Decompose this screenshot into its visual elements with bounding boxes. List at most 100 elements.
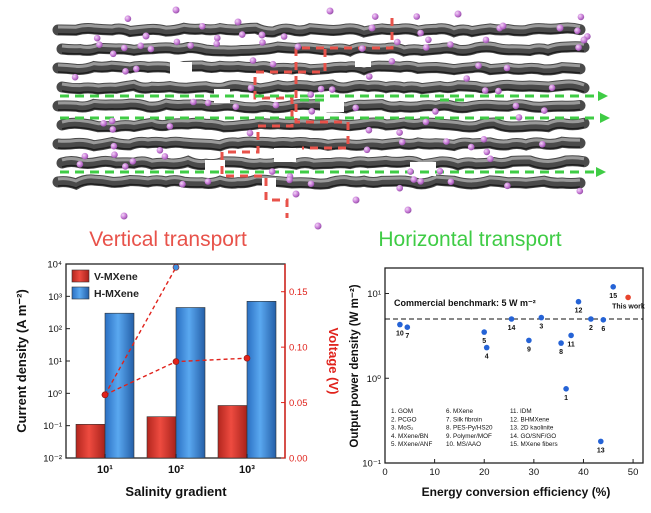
legend-entry-3: 3. MoS₂ xyxy=(391,425,414,432)
point-label: 11 xyxy=(567,341,575,348)
y2-tick-label: 0.15 xyxy=(289,287,308,298)
sheet-gap xyxy=(410,162,436,176)
legend-entry-1: 1. GOM xyxy=(391,408,413,415)
legend-entry-14: 14. GO/SNF/GO xyxy=(510,433,556,440)
mxene-layers xyxy=(52,22,590,191)
y-tick-label: 10⁰ xyxy=(367,374,382,385)
legend-entry-6: 6. MXene xyxy=(446,408,473,415)
point-label: This work xyxy=(612,303,645,310)
ref-point-15 xyxy=(610,284,616,290)
ion xyxy=(76,161,84,168)
legend-entry-7: 7. Silk fibroin xyxy=(446,416,483,423)
ion xyxy=(396,184,404,192)
ion xyxy=(352,196,360,204)
ion xyxy=(307,180,315,188)
legend-label-v-mxene: V-MXene xyxy=(94,271,138,283)
ion xyxy=(358,45,366,52)
ion xyxy=(71,73,79,81)
y2-tick-label: 0.10 xyxy=(289,343,308,354)
ion xyxy=(111,151,118,158)
ref-point-10 xyxy=(397,321,403,328)
mxene-sheet xyxy=(56,155,590,171)
ion xyxy=(515,114,523,121)
voltage-point-1-2 xyxy=(172,263,180,271)
sheet-shadow xyxy=(61,163,585,170)
legend-entry-2: 2. PCGO xyxy=(391,416,417,423)
ion xyxy=(422,44,430,51)
ion xyxy=(539,141,546,148)
bar-h-mxene-2 xyxy=(175,307,206,459)
ion xyxy=(133,65,140,73)
ion xyxy=(137,42,144,50)
ion xyxy=(499,22,507,30)
ion xyxy=(247,84,255,92)
ion xyxy=(432,108,439,115)
caption-horizontal: Horizontal transport xyxy=(378,228,561,251)
ion xyxy=(512,102,520,110)
ion xyxy=(404,206,412,214)
mxene-sheet xyxy=(56,79,590,95)
sheet-highlight xyxy=(57,175,581,183)
ion xyxy=(482,36,490,44)
legend-swatch-v-mxene xyxy=(71,269,90,283)
legend-entry-5: 5. MXene/ANF xyxy=(391,441,432,448)
ref-point-5 xyxy=(481,329,488,335)
mxene-sheet xyxy=(56,117,590,133)
ion xyxy=(413,13,421,20)
point-label: 6 xyxy=(601,326,605,333)
x-tick-label: 30 xyxy=(529,467,540,478)
sheet-gap xyxy=(355,55,371,67)
ion xyxy=(574,27,581,35)
ion xyxy=(480,136,488,143)
x-tick-label: 50 xyxy=(628,467,639,478)
ion xyxy=(308,108,316,115)
legend-entry-9: 9. Polymer/MOF xyxy=(446,433,492,440)
ref-point-2 xyxy=(588,316,594,322)
sheet-shadow xyxy=(57,183,581,189)
ion xyxy=(366,73,373,80)
ion xyxy=(166,123,174,130)
ion xyxy=(238,31,246,38)
ref-point-9 xyxy=(526,337,532,344)
ion xyxy=(246,129,254,137)
point-label: 5 xyxy=(482,338,486,345)
sheet-shadow xyxy=(61,126,585,132)
y-tick-label: 10⁴ xyxy=(47,260,62,271)
this-work-point xyxy=(625,294,631,301)
ion xyxy=(292,190,300,198)
ion xyxy=(503,64,511,72)
ion xyxy=(258,31,266,39)
ion xyxy=(371,13,379,20)
ion xyxy=(199,23,206,30)
ion xyxy=(575,44,582,51)
ion xyxy=(317,85,325,93)
legend: V-MXene H-MXene xyxy=(71,269,139,300)
ion xyxy=(93,34,101,42)
ion xyxy=(447,178,455,186)
horizontal-transport-path xyxy=(60,94,600,174)
ion xyxy=(556,24,564,32)
ion xyxy=(108,117,116,125)
voltage-point-2-1 xyxy=(101,391,109,399)
bars xyxy=(75,300,277,459)
ion xyxy=(447,41,454,48)
ion xyxy=(407,168,414,175)
ion xyxy=(272,101,280,109)
ion xyxy=(314,222,322,230)
legend-entry-13: 13. 2D kaolinite xyxy=(510,425,554,432)
point-label: 12 xyxy=(575,308,583,315)
ion xyxy=(422,118,430,126)
x-tick-label: 10³ xyxy=(239,464,255,476)
ion xyxy=(417,29,424,37)
sheet-gap xyxy=(262,178,276,190)
ion xyxy=(363,146,371,154)
ion xyxy=(487,155,494,163)
mxene-sheet xyxy=(52,98,586,114)
ion xyxy=(109,50,117,58)
y-tick-label: 10¹ xyxy=(367,289,381,300)
x-tick-label: 0 xyxy=(382,467,387,478)
legend-entry-11: 11. IDM xyxy=(510,408,532,415)
mxene-sheet xyxy=(52,136,586,152)
